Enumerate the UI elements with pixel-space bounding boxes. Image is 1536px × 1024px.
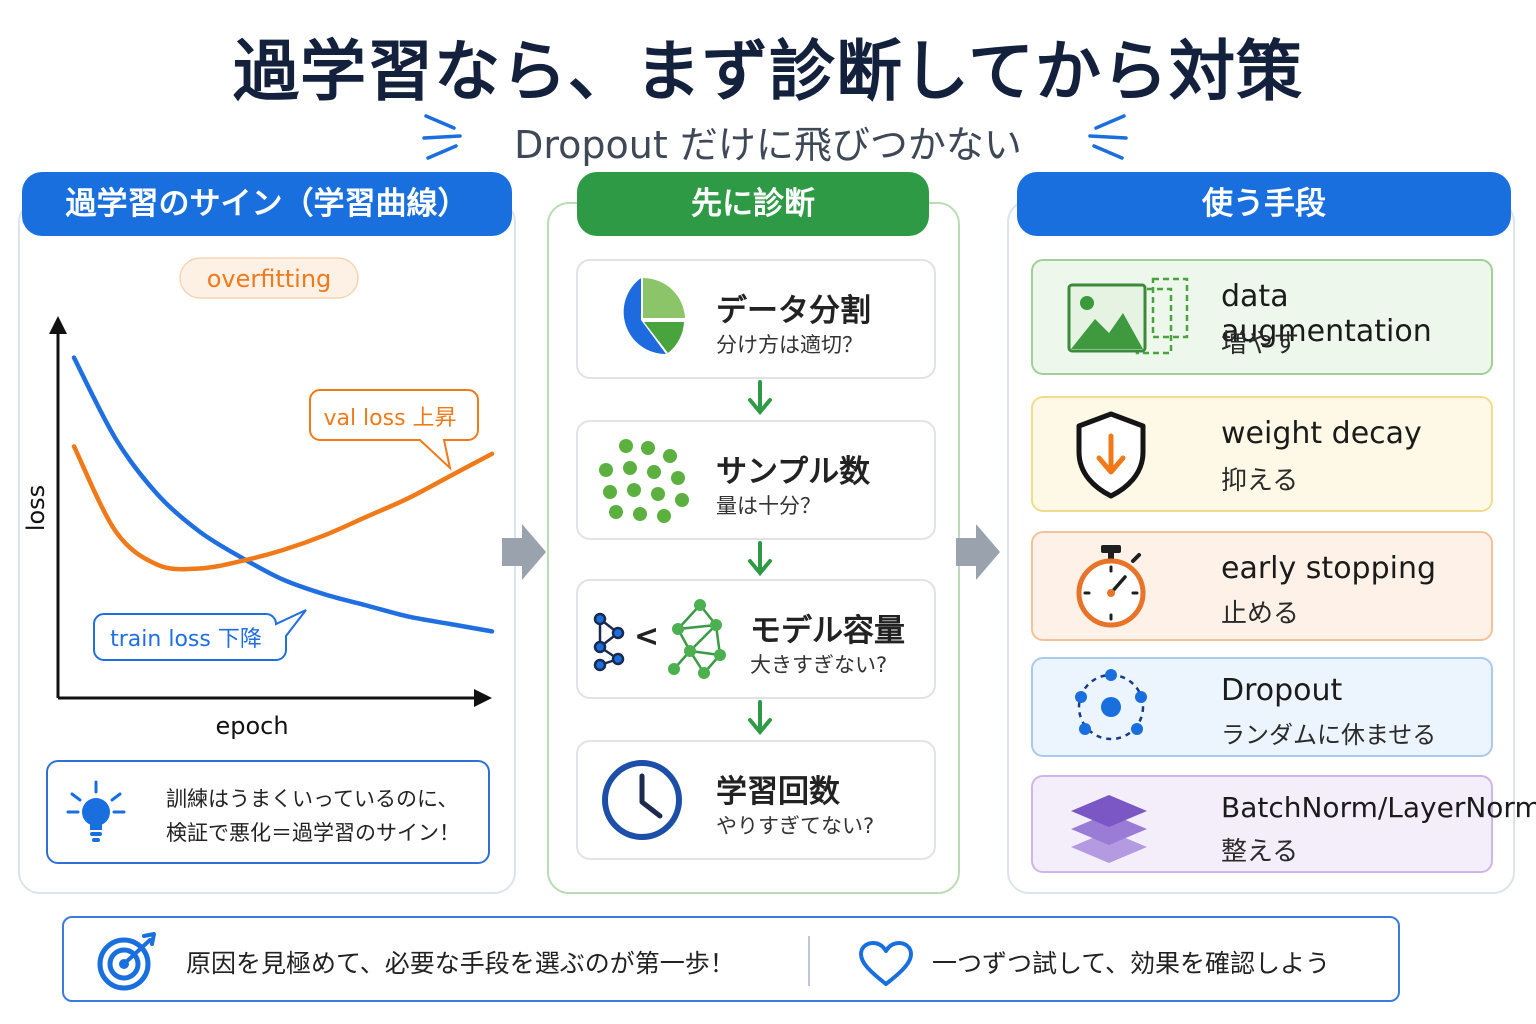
shield-down-icon [1076,411,1146,499]
step-sub: 量は十分？ [716,494,821,518]
network-icon [668,599,726,679]
page-title: 過学習なら、まず診断してから対策 [232,33,1304,110]
step-sub: 大きすぎない? [750,653,888,677]
page-subtitle: Dropout だけに飛びつかない [514,123,1022,167]
diagnose-step-sample-count: サンプル数 量は十分？ [576,420,936,540]
tools-heading: 使う手段 [1017,172,1511,236]
subtitle-row: Dropout だけに飛びつかない [0,108,1536,167]
diagnose-step-model-capacity: < モデル容量 大きすぎない? [576,579,936,699]
tool-sub: 抑える [1221,466,1299,496]
image-copy-icon [1067,277,1189,355]
tool-dropout: Dropout ランダムに休ませる [1031,657,1493,757]
spark-left-icon [422,114,462,160]
dots-icon [599,439,689,523]
tool-early-stopping: early stopping 止める [1031,531,1493,641]
tool-sub: 止める [1221,599,1300,629]
overfitting-tag: overfitting [207,265,332,293]
down-arrow-icon [748,380,772,416]
y-axis-label: loss [22,485,50,531]
step-title: モデル容量 [750,613,905,649]
small-network-icon [593,612,625,672]
tool-title: data augmentation [1221,279,1432,349]
tool-title: Dropout [1221,673,1343,708]
dropout-nodes-icon [1075,669,1147,741]
target-icon [97,932,156,991]
tool-weight-decay: weight decay 抑える [1031,396,1493,512]
footer-banner: 原因を見極めて、必要な手段を選ぶのが第一歩！ 一つずつ試して、効果を確認しよう [62,916,1400,1002]
footer-divider [808,936,810,986]
heart-icon [859,941,913,986]
overfitting-tag-bg [179,257,359,299]
pie-chart-icon [623,277,685,355]
diagnose-step-data-split: データ分割 分け方は適切？ [576,259,936,379]
y-axis-arrow [49,316,67,334]
train-loss-callout: train loss 下降 [93,609,307,661]
step-sub: やりすぎてない? [716,814,875,838]
learning-curve-chart: overfitting loss epoch val loss 上昇 train… [22,257,495,740]
stopwatch-icon [1076,545,1146,628]
footer-right-text: 一つずつ試して、効果を確認しよう [932,949,1331,978]
tool-title: BatchNorm/LayerNorm [1221,791,1536,824]
tip-text: 訓練はうまくいっているのに、 検証で悪化＝過学習のサイン！ [166,782,460,850]
val-loss-line [71,444,495,572]
overfitting-sign-heading: 過学習のサイン（学習曲線） [22,172,512,236]
step-title: サンプル数 [716,454,871,490]
diagnose-step-training-count: 学習回数 やりすぎてない? [576,740,936,860]
tip-line-1: 訓練はうまくいっているのに、 [166,787,459,811]
tool-sub: 整える [1221,837,1299,867]
step-title: データ分割 [716,293,871,329]
tool-data-augmentation: data augmentation 増やす [1031,259,1493,375]
tool-batchnorm-layernorm: BatchNorm/LayerNorm 整える [1031,775,1536,873]
train-loss-line [71,355,495,634]
clock-icon [602,760,682,840]
diagnose-heading: 先に診断 [577,172,929,236]
down-arrow-icon [748,700,772,736]
tip-box: 訓練はうまくいっているのに、 検証で悪化＝過学習のサイン！ [46,760,490,864]
layers-icon [1071,795,1147,863]
down-arrow-icon [748,541,772,577]
val-loss-label: val loss 上昇 [323,406,456,431]
flow-arrow-right-icon [956,524,1000,580]
step-title: 学習回数 [716,774,840,810]
tip-line-2: 検証で悪化＝過学習のサイン！ [166,821,460,845]
step-sub: 分け方は適切？ [716,333,863,357]
spark-right-icon [1088,114,1128,160]
lightbulb-icon [66,780,126,842]
less-than-symbol: < [634,619,660,654]
x-axis-arrow [474,689,492,707]
tool-title: early stopping [1221,551,1437,586]
train-loss-label: train loss 下降 [110,627,262,652]
tool-sub: 増やす [1221,329,1300,359]
tool-title: weight decay [1221,416,1422,451]
footer-left-text: 原因を見極めて、必要な手段を選ぶのが第一歩！ [186,949,735,978]
tool-sub: ランダムに休ませる [1221,721,1437,749]
flow-arrow-right-icon [502,524,546,580]
x-axis-label: epoch [215,712,288,740]
val-loss-callout: val loss 上昇 [309,389,479,471]
